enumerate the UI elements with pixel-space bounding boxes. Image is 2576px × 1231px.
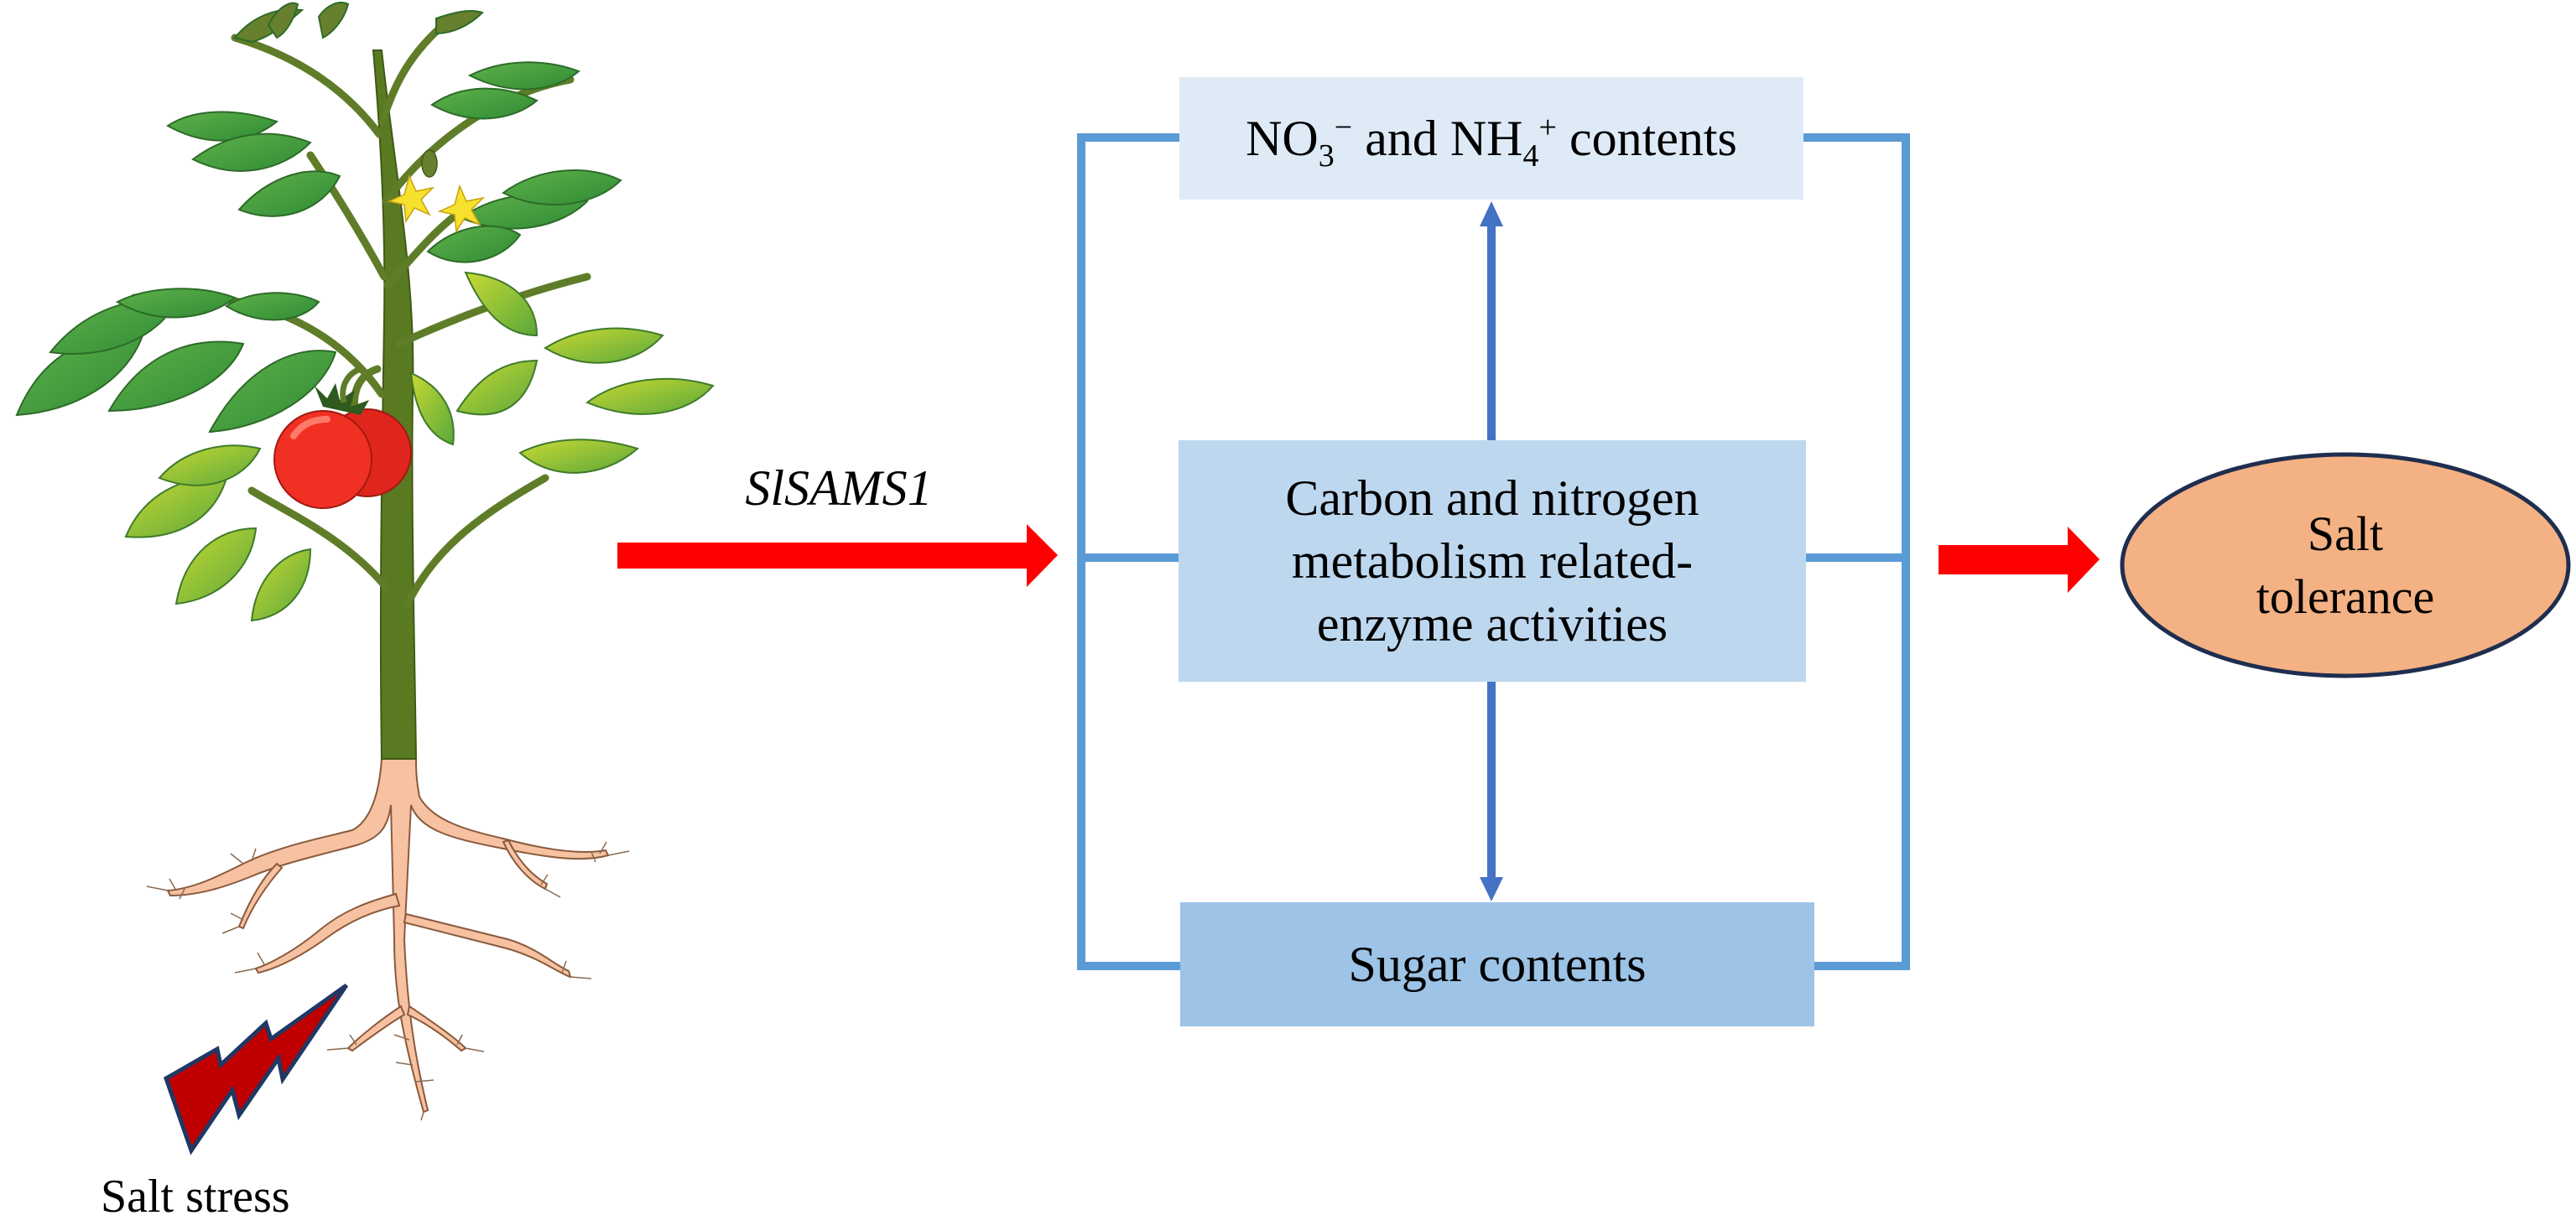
left-bracket: [1077, 133, 1180, 970]
no3-nh4-contents-box: NO3− and NH4+ contents: [1179, 77, 1803, 200]
salt-stress-label: Salt stress: [101, 1171, 290, 1223]
dark-leaves: [15, 2, 622, 434]
salt-tolerance-line-1: Salt: [2307, 506, 2384, 561]
lightning-bolt-icon: [163, 983, 349, 1156]
gene-label: SlSAMS1: [745, 460, 933, 516]
sugar-contents-box: Sugar contents: [1180, 902, 1814, 1026]
salt-tolerance-ellipse: [2120, 452, 2571, 678]
gene-arrow: [617, 524, 1058, 587]
up-arrow: [1480, 201, 1503, 440]
enzyme-activities-line-2: metabolism related-: [1291, 532, 1694, 589]
salt-tolerance-label: Salt tolerance: [2121, 454, 2569, 677]
no3-nh4-contents-label: NO3− and NH4+ contents: [1246, 109, 1737, 174]
salt-tolerance-line-2: tolerance: [2256, 569, 2435, 624]
enzyme-activities-line-1: Carbon and nitrogen: [1285, 470, 1699, 526]
root-hairs: [146, 841, 630, 1121]
right-bracket: [1803, 133, 1910, 970]
outcome-arrow: [1939, 527, 2100, 593]
tomatoes: [273, 366, 412, 509]
enzyme-activities-box: Carbon and nitrogen metabolism related- …: [1179, 440, 1806, 682]
flower-1: [387, 174, 435, 224]
flower-2: [437, 184, 486, 234]
down-arrow: [1480, 682, 1503, 901]
light-leaves: [124, 271, 715, 622]
tomato-front: [273, 410, 372, 509]
main-stem: [372, 49, 418, 760]
tomato-plant-illustration: [15, 2, 715, 1121]
sugar-contents-label: Sugar contents: [1348, 936, 1647, 992]
flowers: [387, 149, 486, 234]
enzyme-activities-line-3: enzyme activities: [1316, 595, 1668, 652]
roots: [166, 758, 610, 1114]
